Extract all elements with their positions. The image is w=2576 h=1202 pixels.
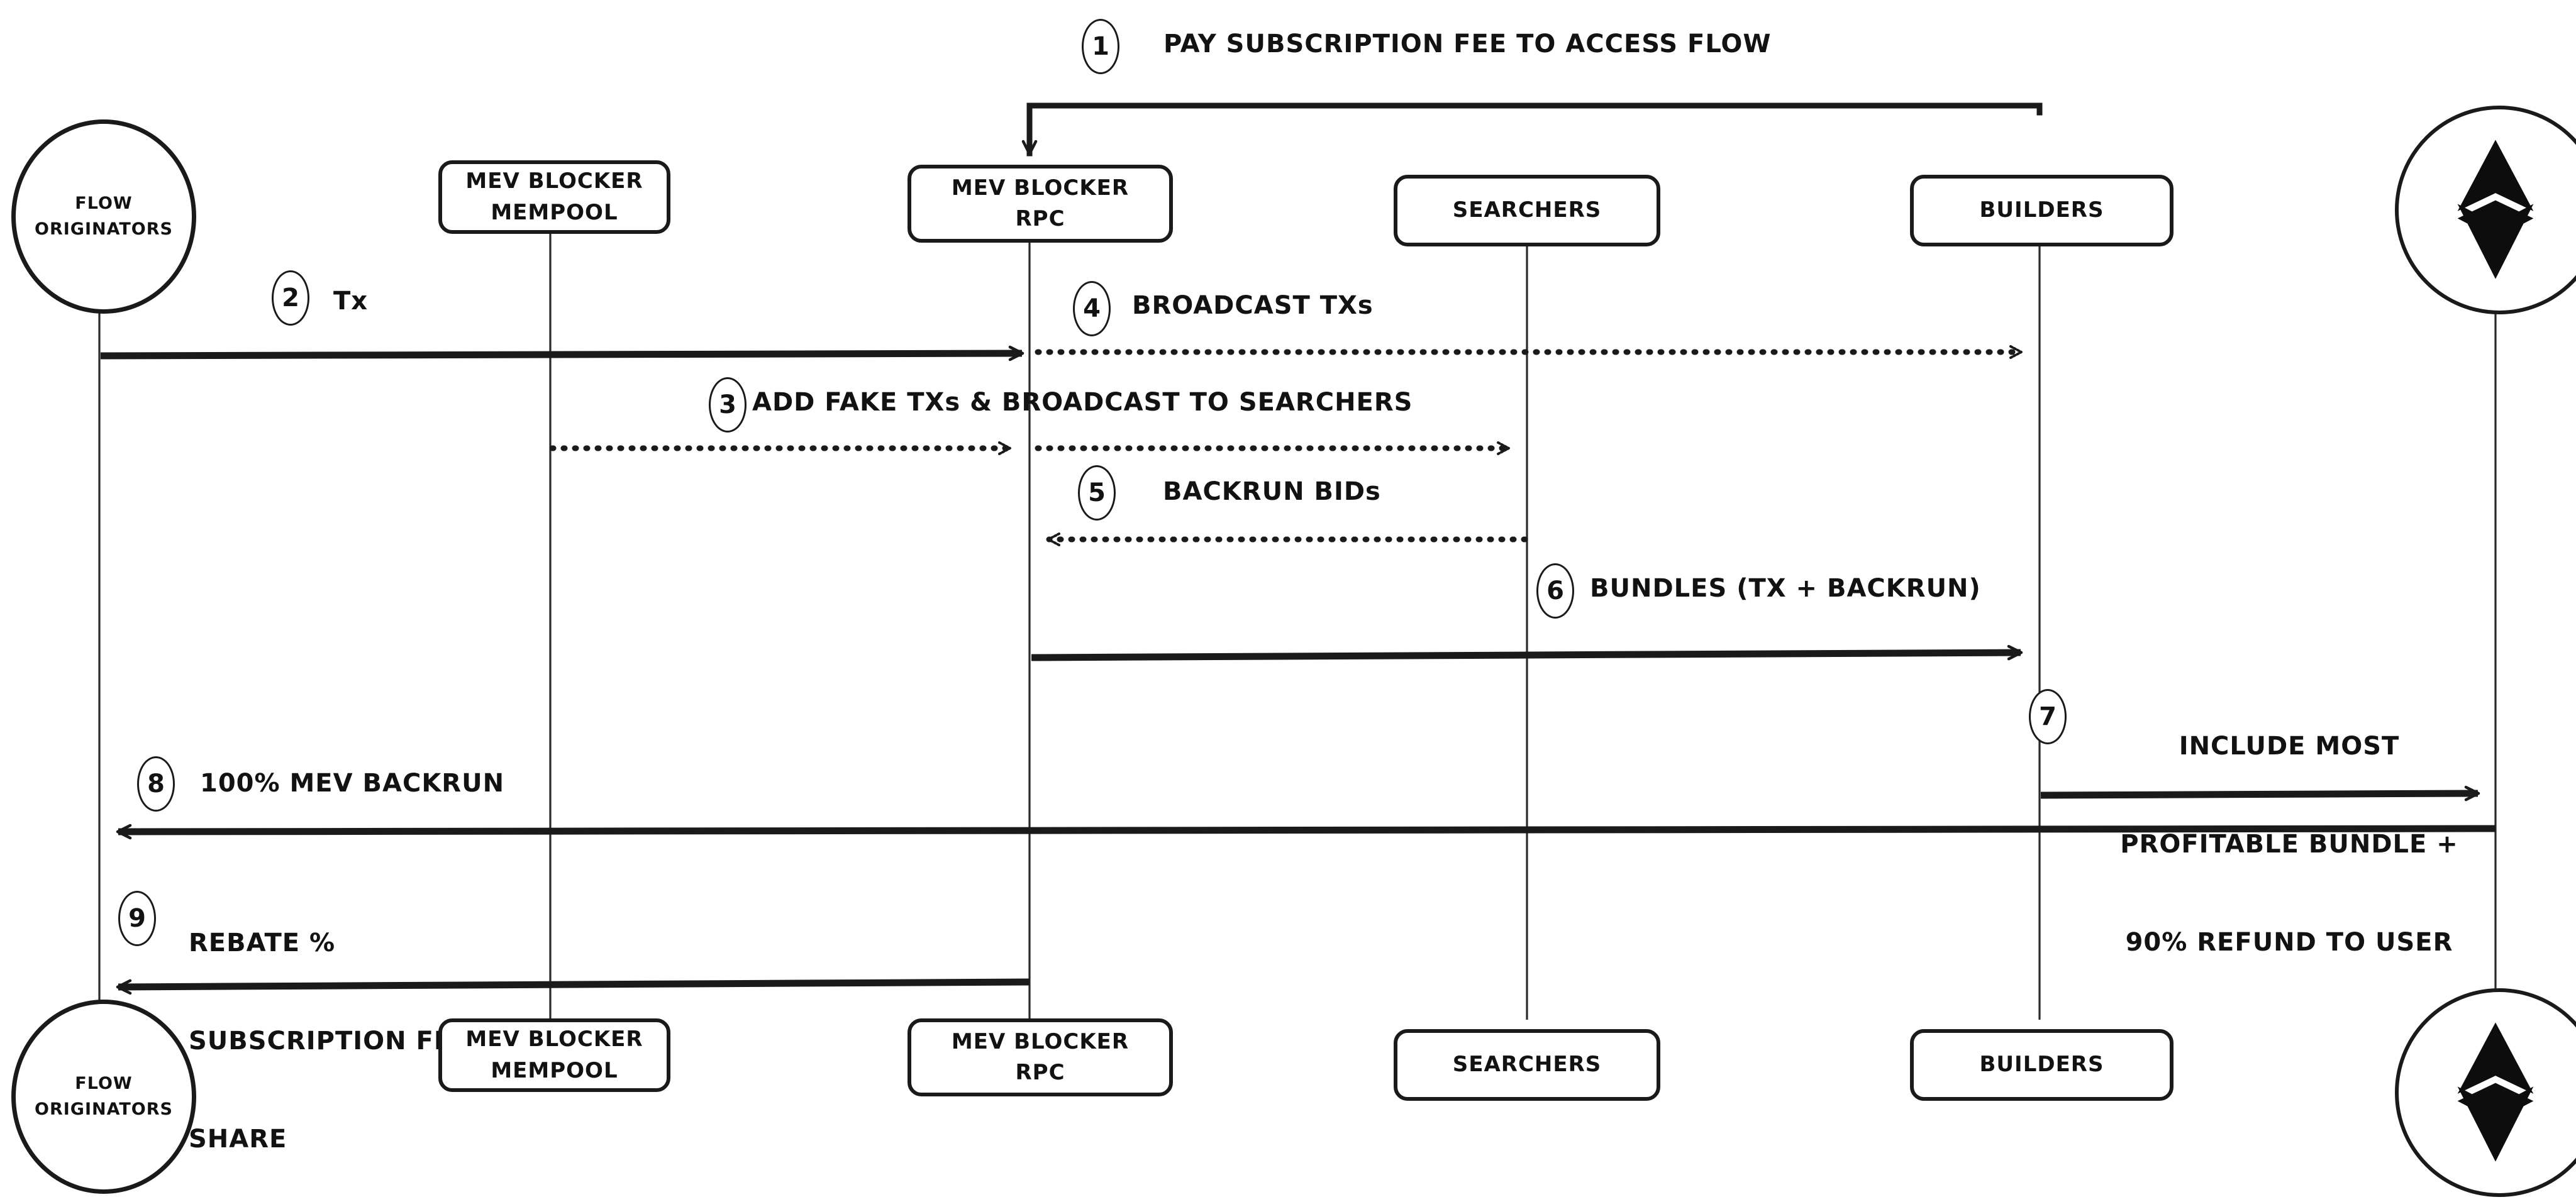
message-label-1: PAY SUBSCRIPTION FEE TO ACCESS FLOW [1163, 30, 1772, 58]
sequence-number-8: 8 [137, 756, 175, 812]
sequence-number-9: 9 [118, 891, 156, 946]
lifelines [98, 165, 2497, 1020]
message-label-7-line2: PROFITABLE BUNDLE + [2120, 830, 2458, 859]
message-arrow-1 [1021, 102, 2043, 157]
ethereum-icon-bottom [2457, 1022, 2534, 1162]
sequence-number-5: 5 [1078, 465, 1116, 521]
message-arrow-8 [116, 824, 2496, 840]
sequence-number-7: 7 [2029, 689, 2067, 744]
message-label-5: BACKRUN BIDs [1163, 477, 1381, 506]
message-label-7-line1: INCLUDE MOST [2179, 732, 2400, 761]
participant-searchers-top[interactable]: SEARCHERS [1394, 175, 1660, 246]
message-label-8: 100% MEV BACKRUN [200, 769, 505, 798]
sequence-number-1: 1 [1082, 19, 1119, 74]
participant-builders-bottom[interactable]: BUILDERS [1910, 1029, 2174, 1101]
message-arrow-2 [100, 345, 1024, 361]
sequence-number-6: 6 [1536, 563, 1574, 619]
message-label-2: Tx [333, 287, 369, 316]
participant-label: SEARCHERS [1452, 1052, 1602, 1078]
sequence-number-2: 2 [272, 270, 309, 326]
message-label-9-line1: REBATE % [189, 929, 336, 957]
participant-label: BUILDERS [1979, 197, 2104, 223]
message-label-9-line2: SUBSCRIPTION FEE [189, 1027, 470, 1056]
message-label-3: ADD FAKE TXs & BROADCAST TO SEARCHERS [752, 388, 1413, 417]
message-arrow-6 [1031, 644, 2023, 661]
message-label-7-line3: 90% REFUND TO USER [2125, 928, 2453, 957]
message-label-7: INCLUDE MOST PROFITABLE BUNDLE + 90% REF… [2075, 664, 2503, 1024]
participant-label: BUILDERS [1979, 1052, 2104, 1078]
participant-builders-top[interactable]: BUILDERS [1910, 175, 2174, 246]
sequence-number-3: 3 [709, 377, 747, 433]
sequence-number-4: 4 [1073, 281, 1111, 336]
message-label-4: BROADCAST TXs [1132, 291, 1374, 320]
message-arrow-7 [2040, 785, 2480, 802]
message-label-6: BUNDLES (TX + BACKRUN) [1590, 574, 1981, 603]
ethereum-icon-top [2457, 140, 2534, 279]
participant-searchers-bottom[interactable]: SEARCHERS [1394, 1029, 1660, 1101]
participant-label: SEARCHERS [1452, 197, 1602, 223]
message-label-9: REBATE % SUBSCRIPTION FEE SHARE [189, 861, 470, 1202]
message-arrow-9 [116, 978, 1030, 995]
message-label-9-line3: SHARE [189, 1125, 287, 1154]
